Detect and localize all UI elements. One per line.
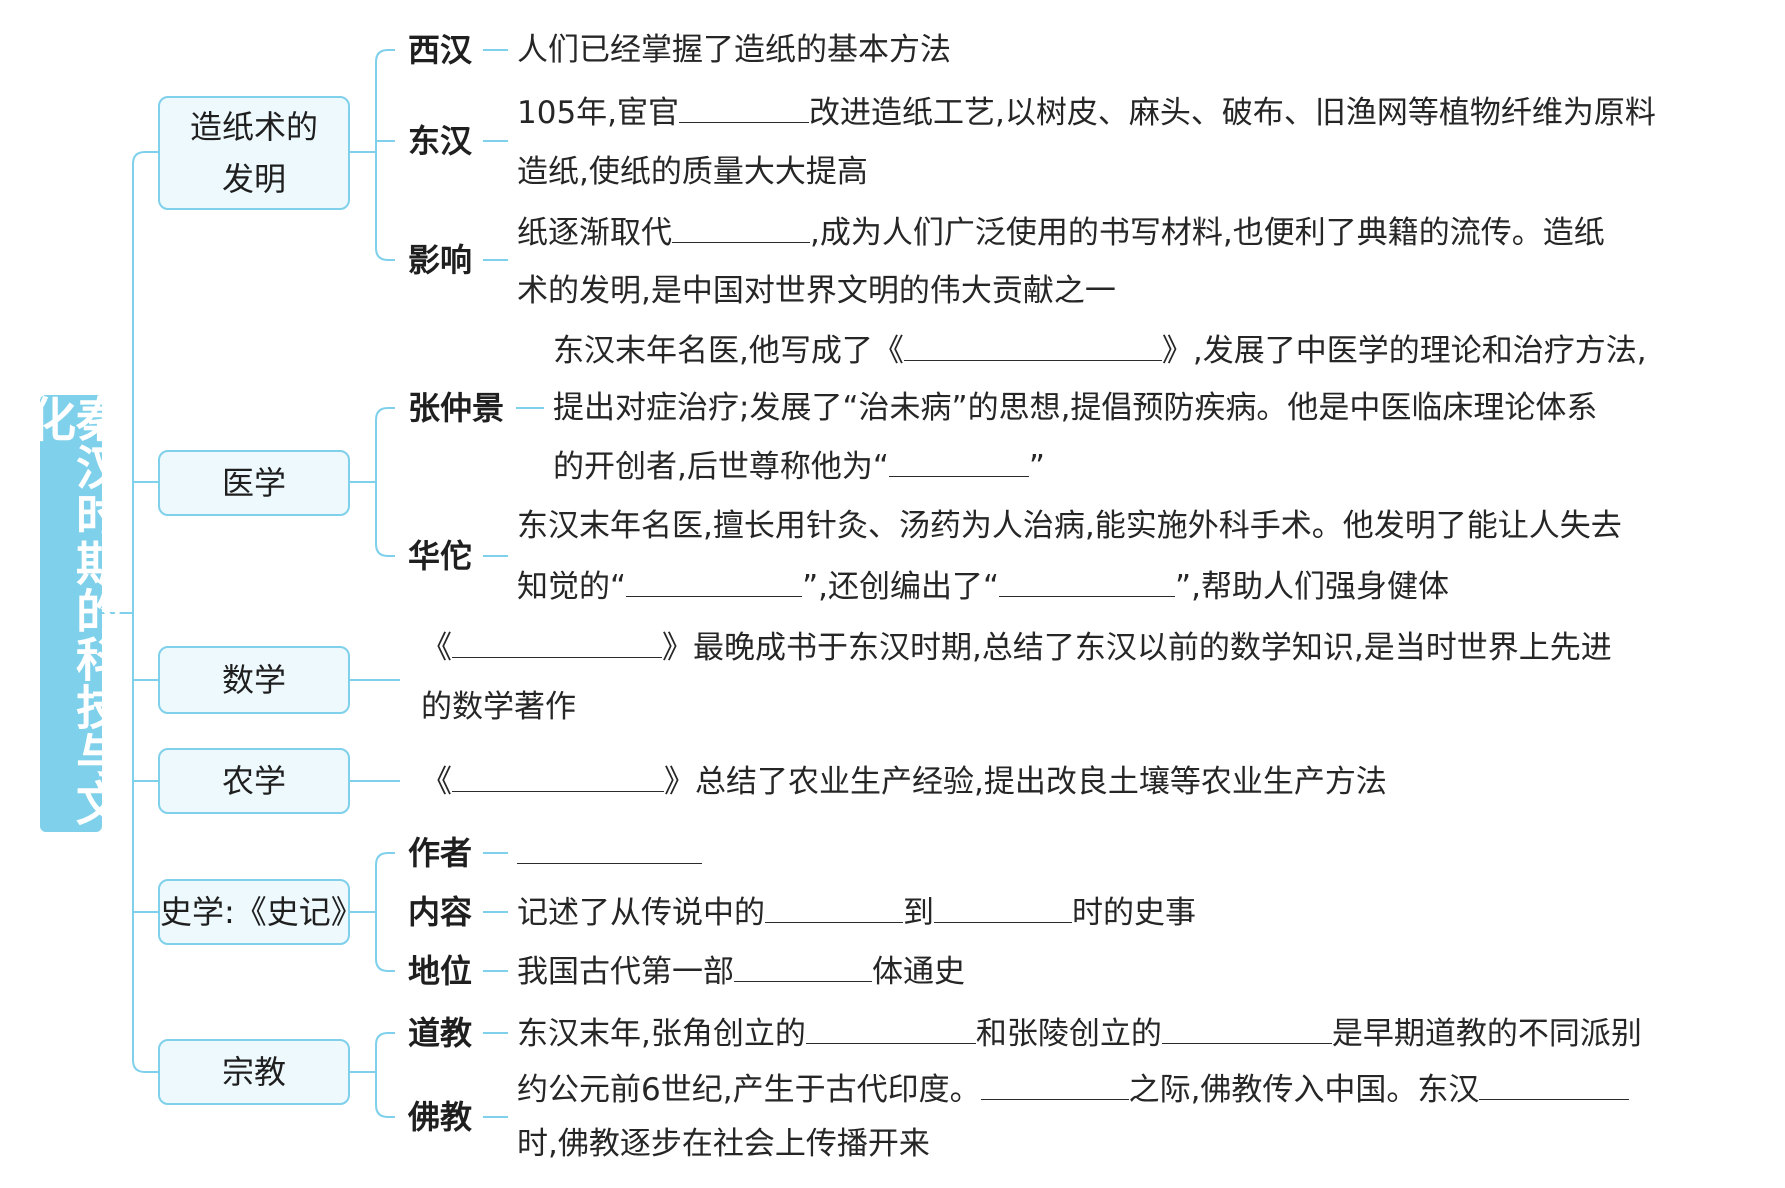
text-fragment: 知觉的“ [517,569,627,605]
text-fragment: 时的史事 [1072,895,1196,931]
fill-blank[interactable] [1479,1069,1630,1100]
category-history-label: 史学:《史记》 [160,893,363,931]
text-fragment: 是早期道教的不同派别 [1331,1016,1642,1052]
text-fragment: 的开创者,后世尊称他为“ [553,449,889,485]
category-math-label: 数学 [221,661,286,699]
text-fragment: ”,还创编出了“ [802,569,1000,605]
text-zhang-line2: 提出对症治疗;发展了“治未病”的思想,提倡预防疾病。他是中医临床理论体系 [553,390,1598,426]
text-fragment: 》最晚成书于东汉时期,总结了东汉以前的数学知识,是当时世界上先进 [662,630,1612,666]
category-paper: 造纸术的发明 [158,96,350,210]
text-fragment: 和张陵创立的 [975,1016,1162,1052]
category-medicine: 医学 [158,450,350,516]
fill-blank[interactable] [452,761,664,792]
text-fragment: 东汉末年名医,他写成了《 [553,333,904,369]
text-fragment: 体通史 [872,954,965,990]
text-xihan: 人们已经掌握了造纸的基本方法 [517,32,951,68]
fill-blank[interactable] [765,892,903,923]
text-hua-line2: 知觉的“ ”,还创编出了“ ”,帮助人们强身健体 [517,566,1449,607]
sub-buddhism: 佛教 [408,1098,473,1136]
sub-content: 内容 [408,893,473,931]
sub-author: 作者 [408,834,473,872]
fill-blank[interactable] [517,833,702,864]
text-fragment: 改进造纸工艺,以树皮、麻头、破布、旧渔网等植物纤维为原料 [809,95,1656,131]
fill-blank[interactable] [999,566,1176,597]
text-fragment: 》,发展了中医学的理论和治疗方法, [1161,333,1647,369]
fill-blank[interactable] [452,627,662,658]
text-math-line2: 的数学著作 [421,689,576,725]
text-fragment: ” [1028,449,1045,485]
text-fragment: ”,帮助人们强身健体 [1175,569,1449,605]
fill-blank[interactable] [805,1013,976,1044]
category-paper-label: 造纸术的发明 [189,108,318,198]
fill-blank[interactable] [1161,1013,1332,1044]
text-taoism: 东汉末年,张角创立的 和张陵创立的 是早期道教的不同派别 [517,1013,1642,1054]
text-buddhism-line1: 约公元前6世纪,产生于古代印度。 之际,佛教传入中国。东汉 [517,1069,1630,1110]
text-zhang-line1: 东汉末年名医,他写成了《 》,发展了中医学的理论和治疗方法, [553,330,1647,371]
text-impact-line1: 纸逐渐取代 ,成为人们广泛使用的书写材料,也便利了典籍的流传。造纸 [517,212,1605,253]
text-donghan-line2: 造纸,使纸的质量大大提高 [517,154,868,190]
category-agriculture-label: 农学 [221,762,286,800]
root-topic: 秦汉时期的科技与文化 [20,395,122,832]
sub-hua-tuo: 华佗 [408,537,473,575]
fill-blank[interactable] [679,92,810,123]
fill-blank[interactable] [672,212,810,243]
text-fragment: 记述了从传说中的 [517,895,765,931]
category-religion: 宗教 [158,1039,350,1105]
text-fragment: 《 [421,764,452,800]
text-agriculture: 《 》总结了农业生产经验,提出改良土壤等农业生产方法 [421,761,1387,802]
sub-impact: 影响 [408,241,473,279]
sub-taoism: 道教 [408,1014,473,1052]
text-donghan-line1: 105年,宦官 改进造纸工艺,以树皮、麻头、破布、旧渔网等植物纤维为原料 [517,92,1656,133]
text-fragment: 纸逐渐取代 [517,215,672,251]
text-buddhism-line2: 时,佛教逐步在社会上传播开来 [517,1126,930,1162]
text-fragment: 东汉末年,张角创立的 [517,1016,806,1052]
category-history: 史学:《史记》 [158,879,363,945]
root-title: 秦汉时期的科技与文化 [20,395,122,827]
text-author [517,833,702,874]
text-status: 我国古代第一部 体通史 [517,951,965,992]
fill-blank[interactable] [888,446,1029,477]
category-religion-label: 宗教 [221,1053,286,1091]
text-content: 记述了从传说中的 到 时的史事 [517,892,1196,933]
text-fragment: 》总结了农业生产经验,提出改良土壤等农业生产方法 [664,764,1387,800]
text-zhang-line3: 的开创者,后世尊称他为“ ” [553,446,1045,487]
category-medicine-label: 医学 [221,464,286,502]
text-fragment: 105年,宦官 [517,95,680,131]
text-fragment: 之际,佛教传入中国。东汉 [1128,1072,1480,1108]
fill-blank[interactable] [903,330,1162,361]
text-impact-line2: 术的发明,是中国对世界文明的伟大贡献之一 [517,273,1116,309]
text-fragment: 我国古代第一部 [517,954,734,990]
fill-blank[interactable] [734,951,872,982]
sub-xihan: 西汉 [408,31,473,69]
text-math-line1: 《 》最晚成书于东汉时期,总结了东汉以前的数学知识,是当时世界上先进 [421,627,1612,668]
category-math: 数学 [158,646,350,714]
text-fragment: 约公元前6世纪,产生于古代印度。 [517,1072,981,1108]
text-fragment: 《 [421,630,452,666]
text-fragment: 到 [903,895,934,931]
fill-blank[interactable] [934,892,1072,923]
fill-blank[interactable] [626,566,803,597]
text-hua-line1: 东汉末年名医,擅长用针灸、汤药为人治病,能实施外科手术。他发明了能让人失去 [517,508,1622,544]
sub-status: 地位 [408,952,473,990]
text-fragment: ,成为人们广泛使用的书写材料,也便利了典籍的流传。造纸 [810,215,1605,251]
sub-zhang-zhongjing: 张仲景 [408,389,505,427]
sub-donghan: 东汉 [408,122,473,160]
category-agriculture: 农学 [158,748,350,814]
fill-blank[interactable] [980,1069,1129,1100]
